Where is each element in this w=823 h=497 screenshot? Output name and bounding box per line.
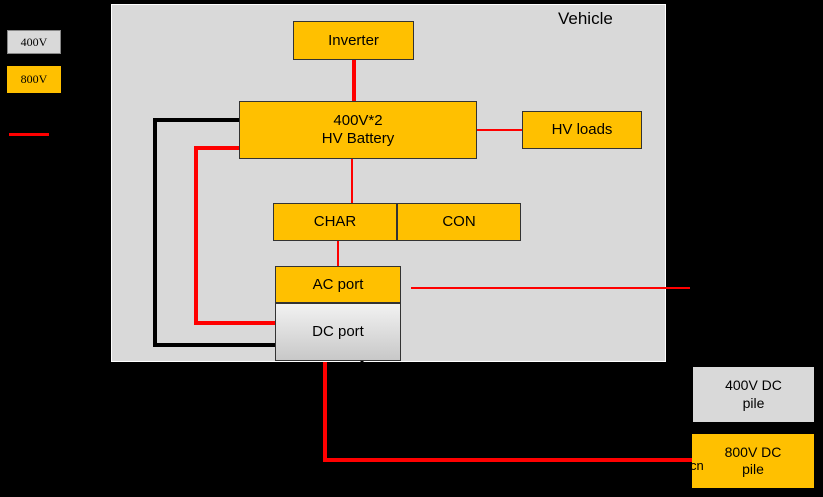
hv-loads-block: HV loads <box>522 111 642 149</box>
hv-loads-label: HV loads <box>551 121 613 138</box>
pile-800v-line2: pile <box>742 461 764 477</box>
hv-battery-block: 400V*2 HV Battery <box>239 101 477 159</box>
ac-port-label: AC port <box>312 275 364 293</box>
pile-400v-line2: pile <box>742 394 765 411</box>
legend-800v-label: 800V <box>20 72 48 86</box>
hv-battery-label: HV Battery <box>321 130 395 147</box>
pile-800v-line1: 800V DC <box>724 443 782 460</box>
con-block: CON <box>397 203 521 241</box>
wire-black-loop <box>153 118 275 347</box>
pile-400v-line1: 400V DC <box>725 377 782 393</box>
watermark-text: cn <box>690 458 704 473</box>
pile-800v-dc: 800V DC pile <box>692 434 814 488</box>
dc-port-label: DC port <box>312 323 364 340</box>
dc-port-block: DC port <box>275 303 401 361</box>
inverter-block: Inverter <box>293 21 414 60</box>
legend-400v: 400V <box>7 30 61 54</box>
legend-400v-label: 400V <box>20 34 48 49</box>
inverter-label: Inverter <box>328 31 379 49</box>
legend-800v: 800V <box>7 66 61 93</box>
ac-port-block: AC port <box>275 266 401 303</box>
char-label: CHAR <box>313 213 357 230</box>
wire-red-loop <box>194 146 275 325</box>
vehicle-title: Vehicle <box>558 9 613 28</box>
hv-battery-voltage-label: 400V*2 <box>333 112 383 129</box>
con-label: CON <box>442 213 476 230</box>
wire-dcport-pile800 <box>323 362 692 462</box>
pile-400v-dc: 400V DC pile <box>693 367 814 422</box>
legend-red-line <box>9 133 49 136</box>
char-block: CHAR <box>273 203 397 241</box>
